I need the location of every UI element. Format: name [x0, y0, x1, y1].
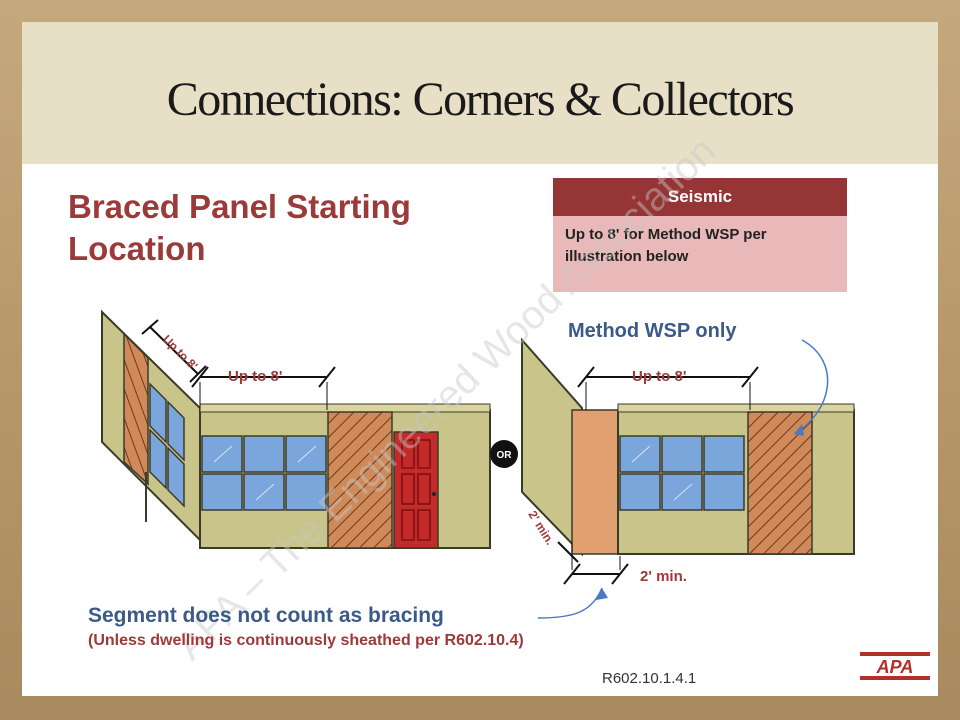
front-window-right [619, 435, 745, 511]
arrow-segment [537, 587, 603, 619]
unless-note: (Unless dwelling is continuously sheathe… [88, 632, 524, 649]
slide: Connections: Corners & Collectors Braced… [22, 22, 938, 696]
left-corner-brace-panel [123, 332, 149, 486]
title-band: Connections: Corners & Collectors [22, 22, 938, 164]
two-min-label: 2' min. [640, 568, 687, 585]
segment-note: Segment does not count as bracing [88, 604, 444, 627]
side-window [149, 382, 185, 508]
code-reference: R602.10.1.4.1 [602, 670, 697, 687]
section-heading: Braced Panel Starting Location [68, 188, 411, 267]
diag-up-label: Up to 8' [160, 332, 201, 373]
dim-two-min [557, 541, 629, 585]
apa-logo: APA [860, 652, 930, 680]
right-corner-panel [571, 409, 621, 555]
dim-up-left [191, 366, 336, 410]
apa-logo-text: APA [876, 657, 914, 677]
arrow-method [793, 339, 829, 435]
seismic-body: Up to 8' for Method WSP per illustration… [565, 226, 767, 265]
arrow-method-head [794, 424, 804, 436]
watermark: APA – The Engineered Wood Association [168, 129, 725, 669]
right-braced-panel [747, 411, 813, 555]
or-badge: OR [490, 440, 518, 468]
left-braced-panel [327, 411, 393, 549]
up-to-8-right-label: Up to 8' [632, 368, 687, 385]
seismic-header: Seismic [553, 178, 847, 216]
slide-title: Connections: Corners & Collectors [166, 73, 795, 126]
bracing-diagram: Up to 8' OR [101, 129, 855, 669]
front-window-left [201, 435, 327, 511]
dim-up-right [577, 366, 759, 410]
right-wall-assembly: 2' min. [521, 337, 855, 585]
up-to-8-left-label: Up to 8' [228, 368, 283, 385]
arrow-segment-head [596, 588, 608, 600]
seismic-callout: Seismic Up to 8' for Method WSP per illu… [553, 178, 847, 292]
method-label: Method WSP only [568, 320, 737, 342]
dim-up-diagonal [141, 319, 207, 383]
or-label: OR [497, 450, 513, 461]
